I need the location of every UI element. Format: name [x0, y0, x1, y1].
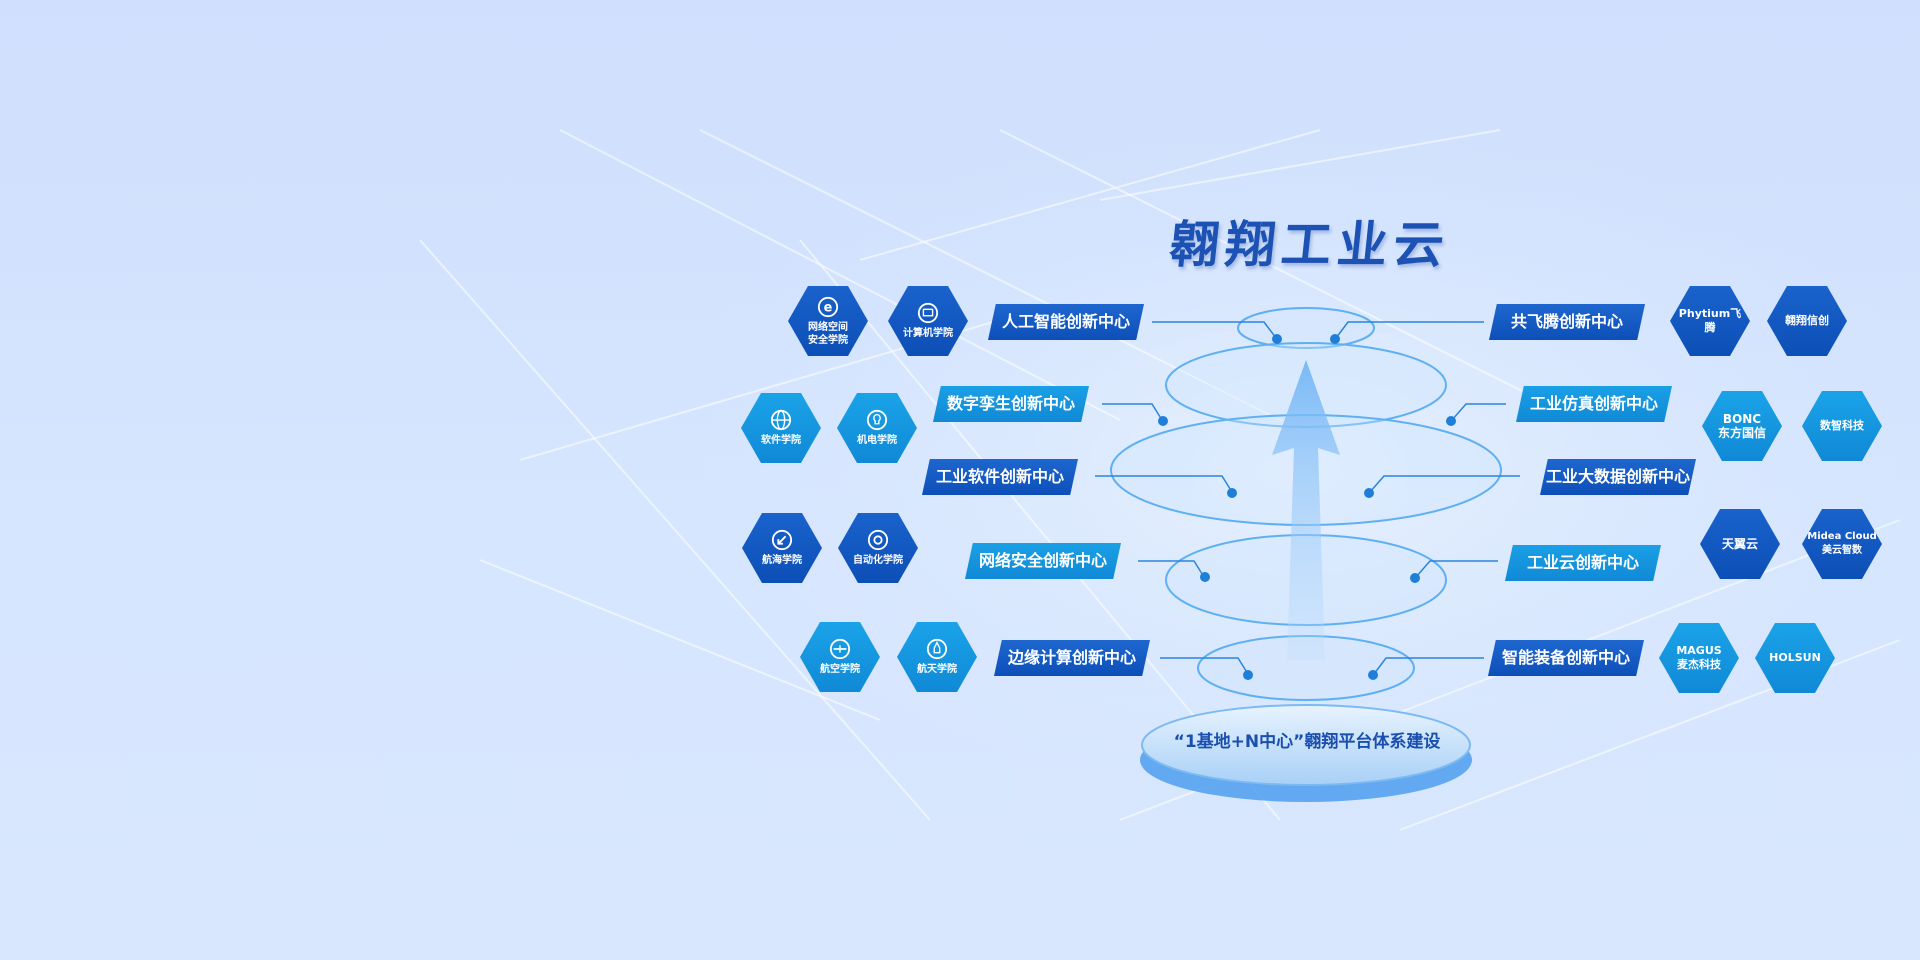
partner-hex-shuzhi[interactable]: 数智科技	[1802, 391, 1882, 461]
partner-logo-text: 翱翔信创	[1785, 314, 1829, 327]
college-label: 软件学院	[761, 435, 801, 446]
connector-right-3	[1369, 475, 1520, 493]
college-label: 航海学院	[762, 555, 802, 566]
center-pill-edge-computing[interactable]: 边缘计算创新中心	[994, 640, 1150, 676]
center-pill-big-data[interactable]: 工业大数据创新中心	[1540, 459, 1696, 495]
connector-left-2	[1102, 403, 1163, 421]
college-label: 网络空间 安全学院	[808, 321, 848, 346]
connector-left-3	[1095, 475, 1233, 493]
center-pill-phytium[interactable]: 共飞腾创新中心	[1489, 304, 1645, 340]
connector-right-4	[1415, 560, 1498, 578]
ring-layer-1	[1237, 307, 1375, 349]
connector-right-2	[1451, 403, 1506, 421]
monitor-icon	[917, 302, 939, 324]
college-label: 计算机学院	[903, 328, 953, 339]
up-arrow	[1272, 360, 1340, 660]
college-label: 航空学院	[820, 664, 860, 675]
college-label: 机电学院	[857, 435, 897, 446]
partner-hex-midea[interactable]: Midea Cloud 美云智数	[1802, 509, 1882, 579]
connector-right-5	[1373, 657, 1484, 675]
partner-hex-tianyi[interactable]: 天翼云	[1700, 509, 1780, 579]
college-label: 航天学院	[917, 664, 957, 675]
center-pill-industrial-cloud[interactable]: 工业云创新中心	[1505, 545, 1661, 581]
partner-logo-text: 数智科技	[1820, 419, 1864, 432]
partner-hex-bonc[interactable]: BONC 东方国信	[1702, 391, 1782, 461]
gear-icon	[867, 529, 889, 551]
base-disc	[1141, 704, 1471, 786]
center-pill-network-security[interactable]: 网络安全创新中心	[965, 543, 1121, 579]
partner-hex-aoxiang[interactable]: 翱翔信创	[1767, 286, 1847, 356]
arrow-icon	[771, 529, 793, 551]
partner-hex-holsun[interactable]: HOLSUN	[1755, 623, 1835, 693]
connector-left-1	[1152, 321, 1277, 339]
college-label: 自动化学院	[853, 555, 903, 566]
base-label: “1基地+N中心”翱翔平台体系建设	[1173, 732, 1441, 752]
gear-bulb-icon	[866, 409, 888, 431]
partner-logo-text: MAGUS 麦杰科技	[1676, 644, 1722, 671]
rocket-icon	[926, 638, 948, 660]
page-title: 翱翔工业云	[1166, 215, 1453, 274]
partner-logo-text: Midea Cloud 美云智数	[1807, 531, 1877, 556]
partner-logo-text: Phytium飞腾	[1678, 307, 1742, 334]
center-pill-simulation[interactable]: 工业仿真创新中心	[1516, 386, 1672, 422]
globe-icon	[770, 409, 792, 431]
center-pill-ai[interactable]: 人工智能创新中心	[988, 304, 1144, 340]
partner-hex-phytium[interactable]: Phytium飞腾	[1670, 286, 1750, 356]
partner-logo-text: HOLSUN	[1769, 651, 1821, 664]
center-pill-smart-equipment[interactable]: 智能装备创新中心	[1488, 640, 1644, 676]
center-pill-digital-twin[interactable]: 数字孪生创新中心	[933, 386, 1089, 422]
plane-icon	[829, 638, 851, 660]
connector-right-1	[1335, 321, 1484, 339]
connector-left-5	[1160, 657, 1249, 675]
partner-logo-text: BONC 东方国信	[1717, 412, 1766, 440]
partner-logo-text: 天翼云	[1721, 537, 1758, 551]
svg-text:e: e	[824, 300, 833, 315]
center-pill-industrial-software[interactable]: 工业软件创新中心	[922, 459, 1078, 495]
connector-left-4	[1138, 560, 1205, 578]
partner-hex-magus[interactable]: MAGUS 麦杰科技	[1659, 623, 1739, 693]
ie-icon: e	[817, 296, 839, 317]
